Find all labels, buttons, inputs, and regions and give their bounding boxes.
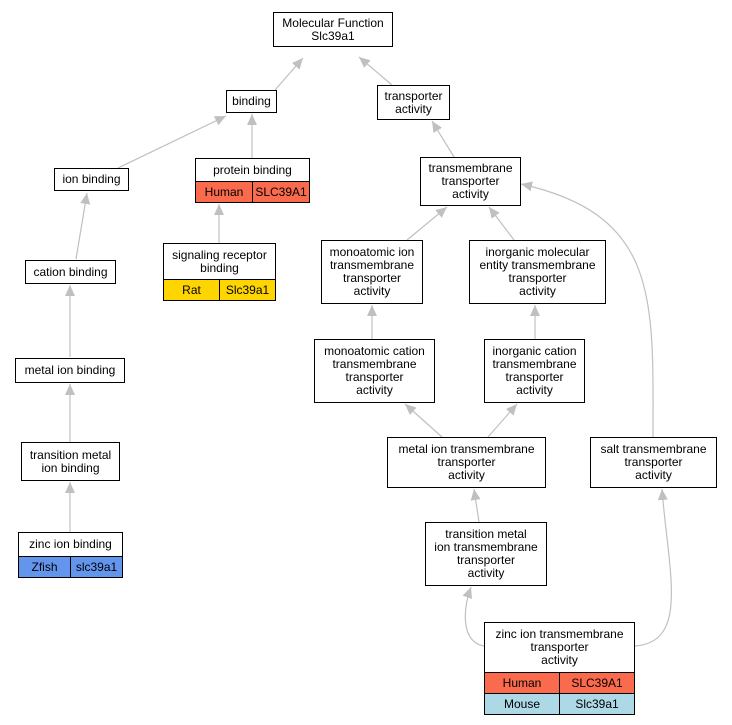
- edge-tmt-transporter: [431, 120, 455, 158]
- node-cation-binding[interactable]: cation binding: [25, 260, 116, 284]
- node-zinc-ion-binding[interactable]: zinc ion binding Zfish slc39a1: [18, 532, 123, 578]
- annotation-row: Human SLC39A1: [485, 672, 634, 693]
- node-label: signaling receptor binding: [172, 247, 267, 275]
- node-monoatomic-cation-transmembrane-transporter-activity[interactable]: monoatomic cation transmembrane transpor…: [314, 339, 435, 403]
- annotation-row: Zfish slc39a1: [19, 556, 122, 577]
- gene-cell[interactable]: SLC39A1: [559, 673, 634, 693]
- edge-zinc-tmt-salt-tmt: [634, 488, 673, 647]
- node-label: Molecular Function Slc39a1: [282, 15, 384, 43]
- species-cell: Mouse: [503, 696, 541, 711]
- edge-cation-binding-ion-binding: [75, 192, 91, 260]
- node-monoatomic-ion-transmembrane-transporter-activity[interactable]: monoatomic ion transmembrane transporter…: [321, 240, 423, 304]
- annotation-row: Rat Slc39a1: [164, 279, 275, 300]
- edge-salt-tmt-tmt: [520, 181, 654, 438]
- node-metal-ion-binding[interactable]: metal ion binding: [15, 358, 125, 383]
- node-salt-transmembrane-transporter-activity[interactable]: salt transmembrane transporter activity: [590, 437, 717, 488]
- node-label: inorganic cation transmembrane transport…: [492, 344, 577, 397]
- node-label: metal ion transmembrane transporter acti…: [398, 442, 535, 482]
- node-binding[interactable]: binding: [226, 90, 277, 113]
- node-transition-metal-ion-transmembrane-transporter-activity[interactable]: transition metal ion transmembrane trans…: [425, 522, 547, 586]
- edge-transporter-mf: [358, 56, 393, 86]
- node-label: transmembrane transporter activity: [428, 161, 513, 201]
- node-label: ion binding: [62, 172, 121, 186]
- gene-cell[interactable]: Slc39a1: [219, 280, 275, 300]
- node-metal-ion-transmembrane-transporter-activity[interactable]: metal ion transmembrane transporter acti…: [387, 437, 546, 488]
- node-label: salt transmembrane transporter activity: [600, 442, 707, 482]
- node-label: zinc ion binding: [29, 537, 112, 551]
- node-zinc-ion-transmembrane-transporter-activity[interactable]: zinc ion transmembrane transporter activ…: [484, 622, 635, 715]
- node-transmembrane-transporter-activity[interactable]: transmembrane transporter activity: [420, 157, 521, 206]
- node-label: protein binding: [213, 162, 292, 177]
- node-inorganic-molecular-entity-transmembrane-transporter-activity[interactable]: inorganic molecular entity transmembrane…: [469, 240, 606, 304]
- species-cell: Human: [204, 184, 244, 199]
- gene-cell[interactable]: Slc39a1: [559, 694, 634, 714]
- node-label: metal ion binding: [24, 363, 116, 377]
- node-protein-binding[interactable]: protein binding Human SLC39A1: [195, 158, 310, 203]
- edge-metal-ion-tmt-inorg-cation: [487, 403, 518, 438]
- node-signaling-receptor-binding[interactable]: signaling receptor binding Rat Slc39a1: [163, 243, 276, 301]
- annotation-row: Human SLC39A1: [196, 181, 309, 202]
- node-ion-binding[interactable]: ion binding: [54, 168, 129, 191]
- node-inorganic-cation-transmembrane-transporter-activity[interactable]: inorganic cation transmembrane transport…: [484, 339, 585, 403]
- node-transporter-activity[interactable]: transporter activity: [377, 85, 450, 120]
- edge-ion-binding-binding: [117, 115, 227, 169]
- node-label: monoatomic cation transmembrane transpor…: [324, 344, 425, 397]
- node-label: transporter activity: [384, 88, 443, 116]
- gene-cell[interactable]: slc39a1: [70, 557, 122, 577]
- gene-cell[interactable]: SLC39A1: [252, 182, 309, 202]
- node-label: monoatomic ion transmembrane transporter…: [329, 245, 415, 298]
- node-molecular-function[interactable]: Molecular Function Slc39a1: [273, 12, 393, 47]
- node-label: transition metal ion transmembrane trans…: [434, 527, 538, 580]
- species-cell: Zfish: [31, 559, 58, 574]
- annotation-row: Mouse Slc39a1: [485, 693, 634, 714]
- node-transition-metal-ion-binding[interactable]: transition metal ion binding: [21, 442, 120, 481]
- edge-tm-ion-tmt-metal-ion-tmt: [470, 488, 481, 523]
- node-label: transition metal ion binding: [29, 447, 112, 475]
- species-cell: Human: [502, 675, 542, 690]
- node-label: inorganic molecular entity transmembrane…: [479, 245, 596, 298]
- node-label: zinc ion transmembrane transporter activ…: [495, 627, 624, 667]
- node-label: cation binding: [33, 264, 108, 279]
- edge-inorg-mol-tmt: [488, 206, 515, 241]
- species-cell: Rat: [182, 282, 201, 297]
- edge-binding-mf: [274, 57, 304, 91]
- edge-metal-ion-tmt-mono-cation: [404, 403, 443, 438]
- edge-zinc-tmt-tm-ion-tmt: [462, 586, 485, 647]
- edge-mono-ion-tmt: [406, 206, 448, 241]
- node-label: binding: [232, 94, 271, 108]
